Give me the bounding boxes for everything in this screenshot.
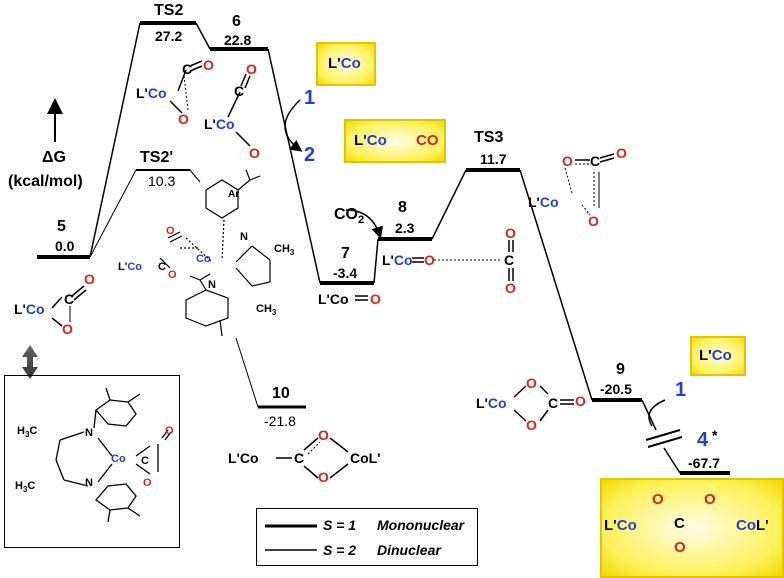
- state-6-energy: 22.8: [224, 32, 252, 48]
- state-5-name: 5: [57, 218, 66, 235]
- state-4-energy: -67.7: [688, 455, 720, 471]
- state-4-mark: *: [712, 427, 718, 443]
- co2-label: CO2: [334, 206, 365, 227]
- state-ts2p-name: TS2': [140, 149, 174, 166]
- state-5-energy: 0.0: [55, 238, 75, 254]
- legend-label-2: S = 2: [323, 542, 357, 558]
- legend-desc-2: Dinuclear: [377, 542, 441, 558]
- double-arrow-icon: [22, 345, 38, 379]
- legend-label-1: S = 1: [323, 517, 357, 533]
- state-ts2p-energy: 10.3: [148, 173, 176, 189]
- label-1b: 1: [675, 379, 687, 401]
- state-8-energy: 2.3: [395, 220, 415, 236]
- state-7-energy: -3.4: [333, 265, 358, 281]
- state-ts2-name: TS2: [154, 2, 184, 19]
- legend-desc-1: Mononuclear: [377, 517, 465, 533]
- state-10-energy: -21.8: [264, 413, 296, 429]
- state-9-name: 9: [616, 361, 625, 378]
- label-2: 2: [304, 144, 316, 166]
- state-7-name: 7: [341, 245, 350, 262]
- state-9-energy: -20.5: [600, 381, 632, 397]
- state-ts3-name: TS3: [474, 129, 504, 146]
- lco-box-right: L'Co: [690, 336, 746, 376]
- state-4-name: 4: [697, 429, 709, 451]
- axis-unit: (kcal/mol): [8, 173, 83, 190]
- state-10-name: 10: [272, 385, 290, 402]
- axis-symbol: ΔG: [42, 149, 66, 166]
- state-6-name: 6: [232, 13, 241, 30]
- ligand-structure-box: H3C N H3C N Co C O O: [4, 375, 180, 548]
- legend: S = 1 Mononuclear S = 2 Dinuclear: [256, 508, 478, 566]
- state-ts2-energy: 27.2: [155, 28, 183, 44]
- state-ts3-energy: 11.7: [480, 151, 507, 167]
- state-8-name: 8: [398, 199, 407, 216]
- product-4-box: [600, 478, 784, 578]
- lco-box-top: L'Co: [316, 42, 376, 86]
- lco-co-box: L'Co CO: [344, 119, 446, 163]
- label-1a: 1: [304, 87, 316, 109]
